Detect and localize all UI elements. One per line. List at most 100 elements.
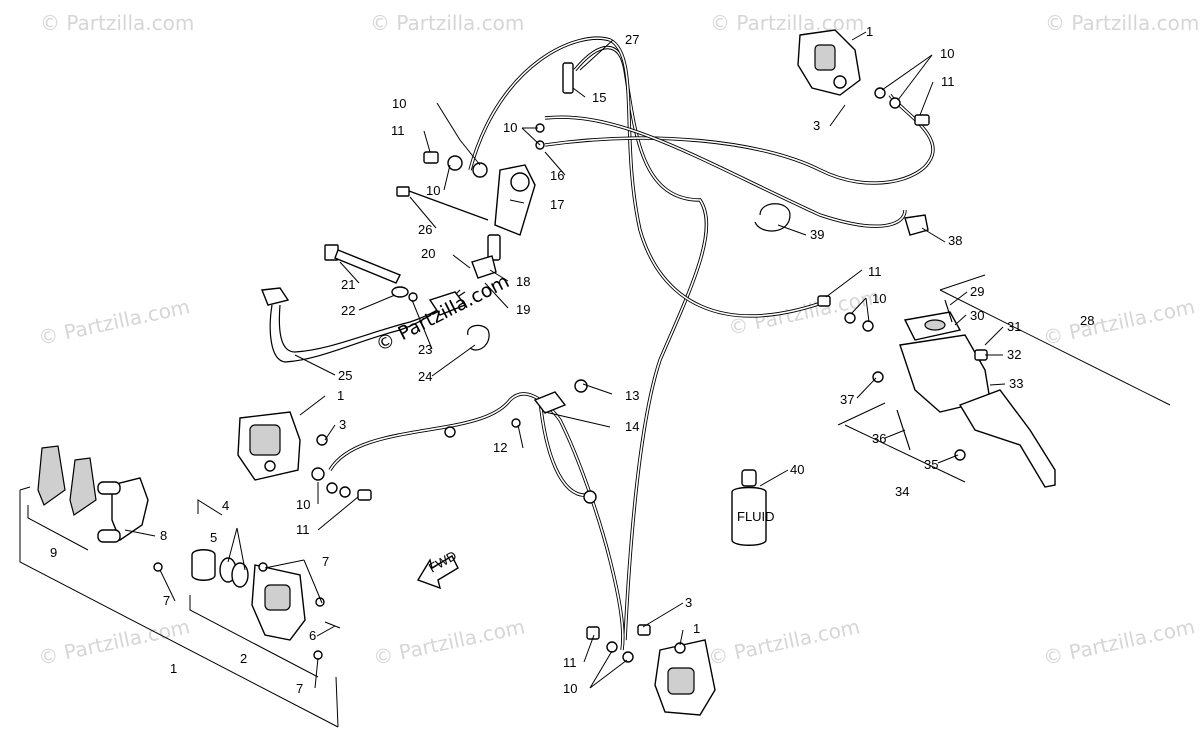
callout-8: 8 [160, 528, 167, 543]
watermark: © Partzilla.com [370, 11, 524, 35]
callout-7: 7 [296, 681, 303, 696]
brake-line-16b-inner [544, 116, 906, 227]
callout-9: 9 [50, 545, 57, 560]
callout-36: 36 [872, 431, 886, 446]
washer-22 [391, 286, 409, 298]
watermark: © Partzilla.com [36, 614, 192, 670]
callout-33: 33 [1009, 376, 1023, 391]
callout-11: 11 [296, 522, 310, 537]
rear-left-caliper [237, 411, 372, 501]
callout-24: 24 [418, 369, 432, 384]
callout-10: 10 [872, 291, 886, 306]
callout-38: 38 [948, 233, 962, 248]
brake-line-16b [544, 115, 907, 228]
piston-5 [191, 549, 249, 588]
clip-39 [754, 203, 791, 232]
callout-leaders [124, 31, 1006, 689]
washer-23 [408, 292, 418, 302]
callout-10: 10 [426, 183, 440, 198]
callout-28: 28 [1080, 313, 1094, 328]
watermark: © Partzilla.com [1041, 294, 1197, 350]
caliper-body-2 [153, 562, 341, 660]
callout-10: 10 [563, 681, 577, 696]
assembly-brackets [19, 274, 1171, 728]
callout-labels: 1 10 11 3 27 15 10 10 11 10 16 17 26 20 … [50, 24, 1094, 696]
callout-7: 7 [322, 554, 329, 569]
caliper-bracket-8 [97, 477, 149, 543]
callout-32: 32 [1007, 347, 1021, 362]
callout-23: 23 [418, 342, 432, 357]
watermark: © Partzilla.com [40, 11, 194, 35]
brake-lines [328, 36, 935, 651]
callout-21: 21 [341, 277, 355, 292]
brake-fluid-bottle: FLUID [731, 469, 775, 546]
callout-11: 11 [868, 264, 882, 279]
callout-13: 13 [625, 388, 639, 403]
callout-40: 40 [790, 462, 804, 477]
brake-line-14 [328, 392, 625, 651]
callout-5: 5 [210, 530, 217, 545]
callout-31: 31 [1007, 319, 1021, 334]
callout-26: 26 [418, 222, 432, 237]
callout-10: 10 [940, 46, 954, 61]
callout-18: 18 [516, 274, 530, 289]
callout-22: 22 [341, 303, 355, 318]
callout-3: 3 [685, 595, 692, 610]
callout-17: 17 [550, 197, 564, 212]
brake-line-16-inner [544, 94, 934, 184]
callout-10: 10 [503, 120, 517, 135]
watermark: © Partzilla.com [1041, 614, 1197, 670]
callout-11: 11 [391, 123, 405, 138]
copyright-stamp: © Partzilla.com [372, 270, 513, 356]
callout-14: 14 [625, 419, 639, 434]
screw-29 [944, 299, 953, 323]
callout-11: 11 [941, 74, 955, 89]
brake-line-bracket [444, 379, 597, 504]
callout-2: 2 [240, 651, 247, 666]
watermark: © Partzilla.com [710, 11, 864, 35]
callout-15: 15 [592, 90, 606, 105]
callout-1: 1 [693, 621, 700, 636]
callout-1: 1 [337, 388, 344, 403]
callout-29: 29 [970, 284, 984, 299]
callout-30: 30 [970, 308, 984, 323]
bolt-21 [324, 244, 401, 284]
callout-27: 27 [625, 32, 639, 47]
callout-16: 16 [550, 168, 564, 183]
brake-line-14-inner [329, 393, 624, 651]
watermark: © Partzilla.com [1045, 11, 1199, 35]
brake-line-14b [538, 399, 591, 497]
brake-line-14b-inner [539, 399, 591, 496]
callout-19: 19 [516, 302, 530, 317]
callout-35: 35 [924, 457, 938, 472]
callout-4: 4 [222, 498, 229, 513]
watermark: © Partzilla.com [726, 284, 882, 340]
callout-37: 37 [840, 392, 854, 407]
brake-pads-9 [37, 445, 97, 516]
callout-1: 1 [170, 661, 177, 676]
callout-10: 10 [296, 497, 310, 512]
watermark: © Partzilla.com [371, 614, 527, 670]
clip-38 [904, 214, 929, 236]
front-left-caliper [586, 624, 716, 716]
callout-11: 11 [563, 655, 577, 670]
callout-1: 1 [866, 24, 873, 39]
callout-6: 6 [309, 628, 316, 643]
banjo-bolt-right [817, 295, 874, 332]
callout-20: 20 [421, 246, 435, 261]
watermark: © Partzilla.com [706, 614, 862, 670]
callout-3: 3 [339, 417, 346, 432]
callout-34: 34 [895, 484, 909, 499]
callout-7: 7 [163, 593, 170, 608]
bolt-26 [396, 186, 489, 221]
callout-25: 25 [338, 368, 352, 383]
watermark: © Partzilla.com [36, 294, 192, 350]
hand-brake-master-cylinder [872, 311, 1056, 488]
callout-10: 10 [392, 96, 406, 111]
callout-3: 3 [813, 118, 820, 133]
fluid-label: FLUID [737, 509, 775, 524]
brake-line-27b-inner [469, 37, 831, 317]
callout-12: 12 [493, 440, 507, 455]
clip-24 [467, 324, 490, 351]
